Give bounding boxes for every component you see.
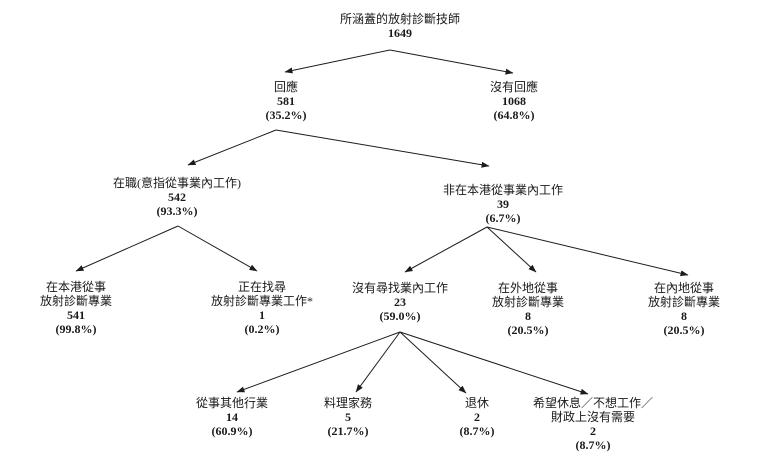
node-percentage: (8.7%) — [459, 424, 495, 438]
edge-employed-in-hk — [75, 225, 179, 272]
node-value: 23 — [393, 295, 406, 309]
node-percentage: (20.5%) — [507, 323, 549, 337]
edge-not-seeking-retired — [399, 331, 467, 394]
node-total-technicians: 所涵蓋的放射診斷技師 1649 — [340, 12, 460, 40]
node-value: 1 — [258, 308, 265, 322]
node-label: 正在找尋 — [237, 280, 287, 294]
node-label: 回應 — [273, 80, 298, 94]
node-percentage: (0.2%) — [244, 322, 280, 336]
node-percentage: (64.8%) — [493, 108, 535, 122]
edge-employed-seeking — [177, 225, 258, 272]
node-percentage: (8.7%) — [575, 438, 611, 452]
node-label-line2: 放射診斷專業 — [491, 295, 565, 309]
node-not-seeking-work: 沒有尋找業內工作 23 (59.0%) — [352, 281, 448, 323]
edge-root-responded — [284, 49, 391, 74]
node-percentage: (6.7%) — [485, 211, 521, 225]
node-label: 退休 — [464, 396, 489, 410]
node-wish-to-rest: 希望休息／不想工作／ 財政上沒有需要 2 (8.7%) — [533, 396, 653, 452]
edge-not-in-hk-mainland — [486, 226, 689, 277]
edge-responded-employed — [187, 129, 277, 166]
node-label: 沒有回應 — [489, 80, 539, 94]
node-label: 在職(意指從事業內工作) — [113, 176, 241, 190]
node-housework: 料理家務 5 (21.7%) — [324, 396, 372, 438]
node-value: 1068 — [501, 94, 526, 108]
node-label: 料理家務 — [323, 396, 373, 410]
edge-not-seeking-housework — [355, 331, 401, 393]
node-percentage: (20.5%) — [663, 323, 705, 337]
node-other-industry: 從事其他行業 14 (60.9%) — [196, 396, 268, 438]
node-value: 39 — [496, 197, 509, 211]
node-value: 542 — [168, 190, 186, 204]
node-label: 希望休息／不想工作／ — [532, 396, 654, 410]
node-label-line2: 放射診斷專業 — [39, 294, 113, 308]
node-practising-overseas: 在外地從事 放射診斷專業 8 (20.5%) — [492, 281, 564, 337]
node-label: 從事其他行業 — [195, 396, 269, 410]
node-label: 在內地從事 — [653, 281, 715, 295]
node-responded: 回應 581 (35.2%) — [266, 80, 307, 122]
edge-not-seeking-other-industry — [236, 331, 401, 393]
node-value: 541 — [66, 308, 85, 322]
node-value: 2 — [474, 410, 480, 424]
node-value: 581 — [277, 94, 295, 108]
node-label: 在外地從事 — [497, 281, 559, 295]
node-label: 沒有尋找業內工作 — [351, 281, 449, 295]
node-label-line2: 財政上沒有需要 — [550, 410, 636, 424]
node-percentage: (60.9%) — [211, 424, 253, 438]
edge-not-in-hk-overseas — [486, 226, 537, 273]
node-value: 5 — [344, 410, 351, 424]
node-value: 14 — [225, 410, 238, 424]
node-label: 所涵蓋的放射診斷技師 — [339, 12, 461, 26]
edge-not-in-hk-not-seeking — [404, 226, 488, 273]
node-label-line2: 放射診斷專業工作* — [210, 294, 314, 308]
node-label-line2: 放射診斷專業 — [647, 295, 721, 309]
node-practising-mainland: 在內地從事 放射診斷專業 8 (20.5%) — [648, 281, 720, 337]
node-label: 在本港從事 — [45, 280, 107, 294]
edge-responded-not-in-hk — [275, 129, 490, 168]
node-employed: 在職(意指從事業內工作) 542 (93.3%) — [113, 176, 241, 218]
node-percentage: (59.0%) — [379, 309, 421, 323]
node-no-response: 沒有回應 1068 (64.8%) — [490, 80, 538, 122]
node-percentage: (93.3%) — [156, 204, 198, 218]
node-value: 8 — [524, 309, 531, 323]
node-not-working-in-hk: 非在本港從事業內工作 39 (6.7%) — [443, 183, 563, 225]
node-label: 非在本港從事業內工作 — [442, 183, 564, 197]
node-value: 2 — [589, 424, 596, 438]
node-retired: 退休 2 (8.7%) — [460, 396, 495, 438]
node-percentage: (99.8%) — [55, 322, 97, 336]
edge-not-seeking-rest — [399, 331, 589, 395]
node-value: 1649 — [387, 26, 412, 40]
edge-root-no-response — [389, 49, 514, 75]
node-practising-in-hk: 在本港從事 放射診斷專業 541 (99.8%) — [40, 280, 112, 336]
node-value: 8 — [680, 309, 687, 323]
node-percentage: (21.7%) — [327, 424, 369, 438]
node-seeking-work: 正在找尋 放射診斷專業工作* 1 (0.2%) — [211, 280, 313, 336]
node-percentage: (35.2%) — [265, 108, 307, 122]
